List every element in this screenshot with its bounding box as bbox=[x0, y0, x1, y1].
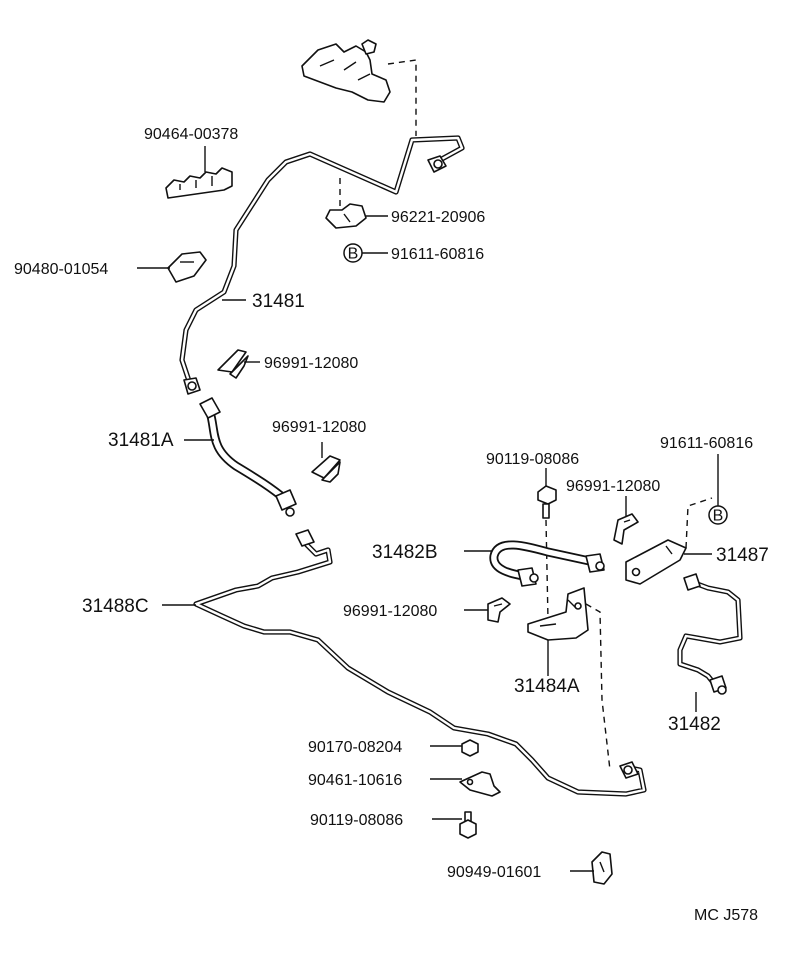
label-91611-60816-upper: 91611-60816 bbox=[391, 246, 484, 263]
reference-code: MC J578 bbox=[694, 907, 758, 924]
label-31481a: 31481A bbox=[108, 430, 174, 451]
label-90119-08086-lower: 90119-08086 bbox=[310, 812, 403, 829]
label-96991-12080-a: 96991-12080 bbox=[264, 355, 358, 372]
clip-90949-part bbox=[591, 851, 613, 885]
label-90119-08086-upper: 90119-08086 bbox=[486, 451, 579, 468]
label-90464-00378: 90464-00378 bbox=[144, 126, 238, 143]
clip-96991-c-part bbox=[613, 513, 639, 545]
clip-96991-a-part bbox=[217, 349, 249, 379]
dashed-leader-31487 bbox=[685, 497, 713, 549]
tube-31481 bbox=[179, 135, 465, 387]
leader-lines bbox=[137, 146, 719, 872]
part-labels: 90464-00378 96221-20906 91611-60816 9048… bbox=[14, 126, 769, 881]
label-96991-12080-b: 96991-12080 bbox=[272, 419, 366, 436]
label-90480-01054: 90480-01054 bbox=[14, 261, 108, 278]
label-91611-60816-right: 91611-60816 bbox=[660, 435, 753, 452]
hose-31482b bbox=[489, 540, 605, 587]
label-31482b: 31482B bbox=[372, 542, 438, 563]
bracket-31484a-part bbox=[527, 587, 589, 641]
master-cylinder-part bbox=[301, 39, 391, 103]
marker-b-right: B bbox=[708, 505, 728, 525]
tube-31481-fitting-bottom bbox=[183, 377, 201, 395]
clip-96991-b-part bbox=[311, 455, 341, 483]
nut-90170-part bbox=[461, 739, 479, 757]
label-31484a: 31484A bbox=[514, 676, 580, 697]
label-96221-20906: 96221-20906 bbox=[391, 209, 485, 226]
label-96991-12080-c: 96991-12080 bbox=[566, 478, 660, 495]
dashed-leader-master-cylinder bbox=[387, 59, 417, 136]
cushion-90480-part bbox=[167, 251, 207, 283]
dashed-leader-31484a-right bbox=[585, 603, 611, 771]
tube-31488c bbox=[193, 529, 647, 797]
label-31482: 31482 bbox=[668, 714, 721, 735]
bracket-90461-part bbox=[459, 771, 501, 797]
clip-96991-d-part bbox=[487, 597, 511, 623]
marker-b-right-letter: B bbox=[713, 508, 724, 525]
label-31481: 31481 bbox=[252, 291, 305, 312]
label-90461-10616: 90461-10616 bbox=[308, 772, 402, 789]
tube-31482 bbox=[677, 573, 743, 695]
label-96991-12080-d: 96991-12080 bbox=[343, 603, 437, 620]
dashed-leader-bolt-90119a bbox=[545, 519, 549, 621]
marker-b-upper-letter: B bbox=[348, 246, 359, 263]
bolt-90119-b-part bbox=[459, 811, 477, 839]
label-90170-08204: 90170-08204 bbox=[308, 739, 402, 756]
label-31487: 31487 bbox=[716, 545, 769, 566]
hose-31481a bbox=[199, 397, 297, 517]
clamp-96221-part bbox=[325, 203, 367, 229]
bracket-31487-part bbox=[625, 539, 687, 585]
marker-b-upper: B bbox=[343, 243, 363, 263]
tube-31481-fitting-top bbox=[427, 155, 447, 173]
bolt-90119-a-part bbox=[537, 485, 557, 519]
label-90949-01601: 90949-01601 bbox=[447, 864, 541, 881]
label-31488c: 31488C bbox=[82, 596, 149, 617]
clamp-90464-part bbox=[165, 167, 233, 199]
